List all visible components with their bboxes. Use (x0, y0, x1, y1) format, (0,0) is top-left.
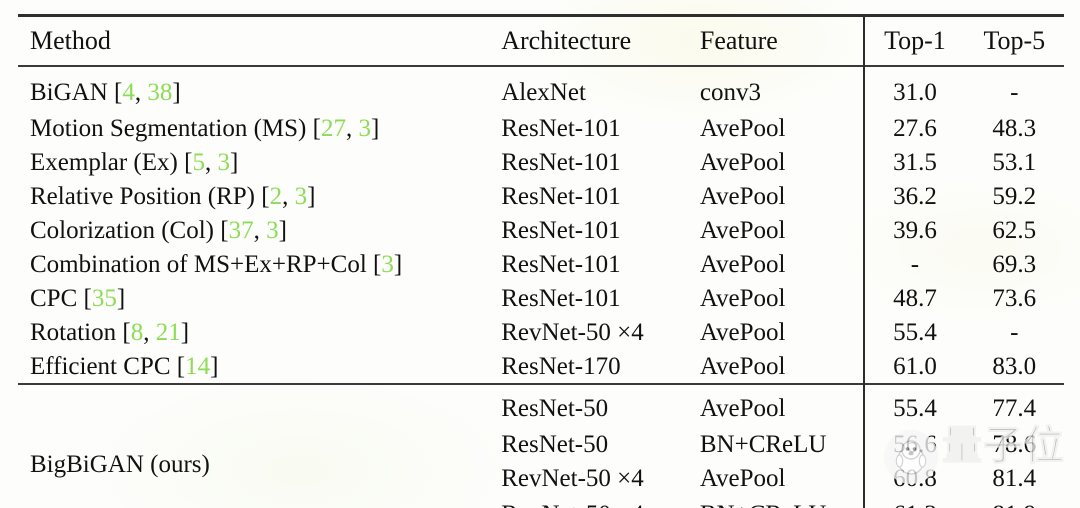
cell-top5: 81.4 (992, 464, 1037, 492)
cell-feature: AvePool (694, 383, 865, 427)
citation-refs: [37, 3] (220, 216, 287, 244)
cell-method: BiGAN [4, 38] (18, 65, 490, 111)
cell-top1: 27.6 (863, 111, 965, 145)
citation-refs: [5, 3] (184, 148, 239, 176)
cell-top5: 81.9 (964, 495, 1064, 508)
method-name: Exemplar (Ex) (30, 148, 185, 176)
column-header-architecture: Architecture (489, 14, 695, 66)
cell-feature: AvePool (699, 114, 786, 142)
method-name: Motion Segmentation (MS) (30, 114, 313, 142)
cell-feature: AvePool (699, 182, 786, 210)
cell-architecture: RevNet-50 ×4 (501, 318, 644, 346)
method-name: Relative Position (RP) (30, 182, 262, 210)
cell-architecture: ResNet-170 (501, 352, 621, 380)
method-name: Combination of MS+Ex+RP+Col (30, 250, 374, 278)
cell-top1: 60.8 (863, 461, 965, 495)
cell-method: Combination of MS+Ex+RP+Col [3] (18, 247, 489, 281)
citation-refs: [27, 3] (312, 114, 380, 142)
cell-architecture: AlexNet (489, 65, 695, 111)
cell-architecture: ResNet-101 (501, 148, 621, 176)
cell-feature: AvePool (699, 216, 786, 244)
cell-top1: 36.2 (863, 179, 965, 213)
cell-top5: 53.1 (992, 148, 1037, 176)
method-name: CPC (30, 284, 84, 312)
cell-top1: 61.3 (863, 495, 965, 508)
cell-top1: 39.6 (863, 213, 965, 247)
cell-top1: 55.4 (863, 315, 965, 349)
cell-feature: AvePool (699, 318, 786, 346)
table-row: Rotation [8, 21] RevNet-50 ×4 AvePool 55.4 - (18, 315, 1064, 349)
method-name: BiGAN (30, 78, 115, 106)
citation-refs: [8, 21] (122, 318, 190, 346)
cell-top1: 56.6 (863, 427, 965, 461)
cell-feature: AvePool (699, 250, 786, 278)
table-row: Combination of MS+Ex+RP+Col [3] ResNet-10… (18, 247, 1064, 281)
column-header-top1: Top-1 (863, 14, 965, 66)
cell-feature: AvePool (699, 284, 786, 312)
cell-top5: - (1010, 318, 1019, 346)
results-table: Method Architecture Feature Top-1 Top-5 … (18, 14, 1064, 508)
cell-feature: BN+CReLU (699, 430, 827, 458)
cell-top5: 48.3 (992, 114, 1037, 142)
table-row: Colorization (Col) [37, 3] ResNet-101 AveP… (18, 213, 1064, 247)
cell-method: Exemplar (Ex) [5, 3] (18, 145, 489, 179)
citation-refs: [4, 38] (114, 78, 181, 106)
cell-method: Rotation [8, 21] (18, 315, 489, 349)
table-row: Relative Position (RP) [2, 3] ResNet-101 A… (18, 179, 1064, 213)
method-name: Rotation (30, 318, 123, 346)
cell-architecture: ResNet-101 (501, 182, 621, 210)
table-header-row: Method Architecture Feature Top-1 Top-5 (18, 14, 1064, 66)
cell-top1: 31.5 (863, 145, 965, 179)
table-row: CPC [35] ResNet-101 AvePool 48.7 73.6 (18, 281, 1064, 315)
method-name: Efficient CPC (30, 352, 177, 380)
cell-architecture: ResNet-101 (501, 114, 621, 142)
cell-method: Motion Segmentation (MS) [27, 3] (18, 111, 489, 145)
table-row: Motion Segmentation (MS) [27, 3] ResNet-1… (18, 111, 1064, 145)
cell-architecture: ResNet-101 (501, 250, 621, 278)
cell-architecture: RevNet-50 ×4 (489, 495, 695, 508)
cell-architecture: RevNet-50 ×4 (501, 464, 644, 492)
cell-feature: AvePool (699, 352, 786, 380)
cell-architecture: ResNet-50 (501, 430, 609, 458)
cell-top5: - (964, 65, 1064, 111)
cell-top5: 83.0 (992, 352, 1037, 380)
table-row: RevNet-50 ×4BN+CReLU61.381.9 (18, 495, 1064, 508)
cell-method: CPC [35] (18, 281, 489, 315)
table-row: Exemplar (Ex) [5, 3] ResNet-101 AvePool 31.… (18, 145, 1064, 179)
citation-refs: [3] (373, 250, 403, 278)
cell-top5: 77.4 (964, 383, 1064, 427)
group-label-bigbigan: BigBiGAN (ours) (18, 383, 490, 508)
column-header-method: Method (18, 14, 490, 66)
cell-top5: 78.6 (992, 430, 1037, 458)
method-name: Colorization (Col) (30, 216, 221, 244)
cell-architecture: ResNet-50 (489, 383, 695, 427)
cell-architecture: ResNet-101 (501, 216, 621, 244)
citation-refs: [2, 3] (261, 182, 316, 210)
column-header-top5: Top-5 (964, 14, 1064, 66)
cell-feature: AvePool (699, 148, 786, 176)
cell-feature: conv3 (694, 65, 865, 111)
citation-refs: [35] (83, 284, 126, 312)
cell-top5: 73.6 (992, 284, 1037, 312)
cell-method: Efficient CPC [14] (18, 349, 489, 384)
table-row: Efficient CPC [14] ResNet-170 AvePool 61.0 8… (18, 349, 1064, 384)
cell-feature: BN+CReLU (694, 495, 865, 508)
cell-top1: 55.4 (863, 383, 965, 427)
cell-top1: - (863, 247, 965, 281)
cell-method: Relative Position (RP) [2, 3] (18, 179, 489, 213)
cell-architecture: ResNet-101 (501, 284, 621, 312)
cell-top1: 31.0 (863, 65, 965, 111)
cell-method: Colorization (Col) [37, 3] (18, 213, 489, 247)
cell-top1: 61.0 (863, 349, 965, 384)
cell-top1: 48.7 (863, 281, 965, 315)
cell-top5: 69.3 (992, 250, 1037, 278)
cell-top5: 62.5 (992, 216, 1037, 244)
column-header-feature: Feature (694, 14, 865, 66)
cell-top5: 59.2 (992, 182, 1037, 210)
citation-refs: [14] (176, 352, 219, 380)
cell-feature: AvePool (699, 464, 786, 492)
